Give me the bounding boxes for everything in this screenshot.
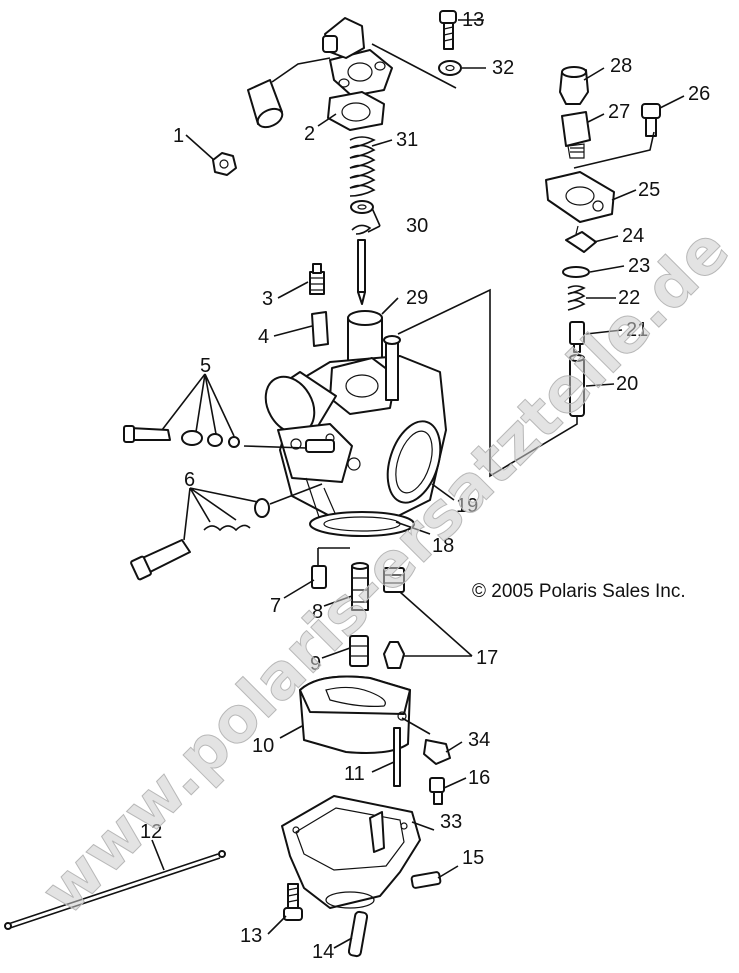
part-30-clip-washer [350,200,374,235]
part-8-needle-jet [351,562,369,611]
callout-10: 10 [252,735,274,757]
part-14-tube [347,910,369,958]
part-13-bottom-screw [283,883,303,921]
part-11-pin [393,717,431,787]
part-12-wire [4,850,226,930]
callout-18: 18 [432,535,454,557]
leader-lines [151,19,685,949]
callout-27: 27 [608,101,630,123]
callout-15: 15 [462,847,484,869]
part-top-fitting-elbow [322,17,393,97]
callout-3: 3 [262,288,273,310]
callout-12: 12 [140,821,162,843]
part-cap-cylinder [247,79,284,129]
callout-6: 6 [184,469,195,491]
hose-line [271,57,331,83]
callout-26: 26 [688,83,710,105]
callout-14: 14 [312,941,334,963]
callout-25: 25 [638,179,660,201]
part-28-cap [559,66,589,105]
part-31-spring [349,136,376,197]
callout-1: 1 [173,125,184,147]
callout-11: 11 [344,763,365,785]
callout-34: 34 [468,729,490,751]
callout-13-top: 13 [462,9,484,31]
part-26-bolt [641,103,661,137]
part-jet-needle [357,239,366,305]
part-29-throttle-slide [347,310,383,365]
callout-21: 21 [626,319,648,341]
callout-13-bottom: 13 [240,925,262,947]
callout-20: 20 [616,373,638,395]
callout-17: 17 [476,647,498,669]
part-7-pilot-jet [311,547,350,589]
fitting-leader-line [371,43,457,89]
part-33-float-bowl [281,795,421,909]
part-4-tube [311,311,329,347]
part-1-nut [212,152,237,176]
part-2-gasket [327,91,385,131]
callout-numbers: 1 2 3 4 5 6 7 8 9 10 11 12 13 13 14 15 1… [140,9,710,963]
copyright-text: © 2005 Polaris Sales Inc. [472,581,686,602]
part-25-flange-plate [545,131,655,223]
part-10-float [299,675,411,754]
callout-33: 33 [440,811,462,833]
part-16-screw [429,777,445,805]
part-15-screw [410,871,442,889]
callout-8: 8 [312,601,323,623]
part-20-tube [397,288,585,478]
callout-32: 32 [492,57,514,79]
callout-4: 4 [258,326,269,348]
part-carburetor-body [264,335,447,521]
part-6-screw-assembly [130,483,323,581]
part-23-oring [562,266,590,278]
callout-7: 7 [270,595,281,617]
part-5-screw-assembly [123,425,335,453]
callout-5: 5 [200,355,211,377]
part-17-main-jet [383,567,405,669]
part-24-diaphragm [565,225,597,253]
part-21-plunger [569,321,585,353]
callout-28: 28 [610,55,632,77]
callout-16: 16 [468,767,490,789]
part-32-washer [438,60,462,76]
callout-30: 30 [406,215,428,237]
callout-29: 29 [406,287,428,309]
part-22-spring [567,285,586,311]
part-18-gasket [309,511,415,537]
callout-2: 2 [304,123,315,145]
callout-9: 9 [310,653,321,675]
callout-24: 24 [622,225,644,247]
part-9-holder [349,635,369,667]
callout-22: 22 [618,287,640,309]
callout-19: 19 [456,495,478,517]
part-34-clip [423,739,451,765]
part-3-fitting [309,263,325,295]
part-27-adjuster [561,111,591,159]
part-13-top-screw [439,10,457,50]
callout-31: 31 [396,129,418,151]
callout-23: 23 [628,255,650,277]
